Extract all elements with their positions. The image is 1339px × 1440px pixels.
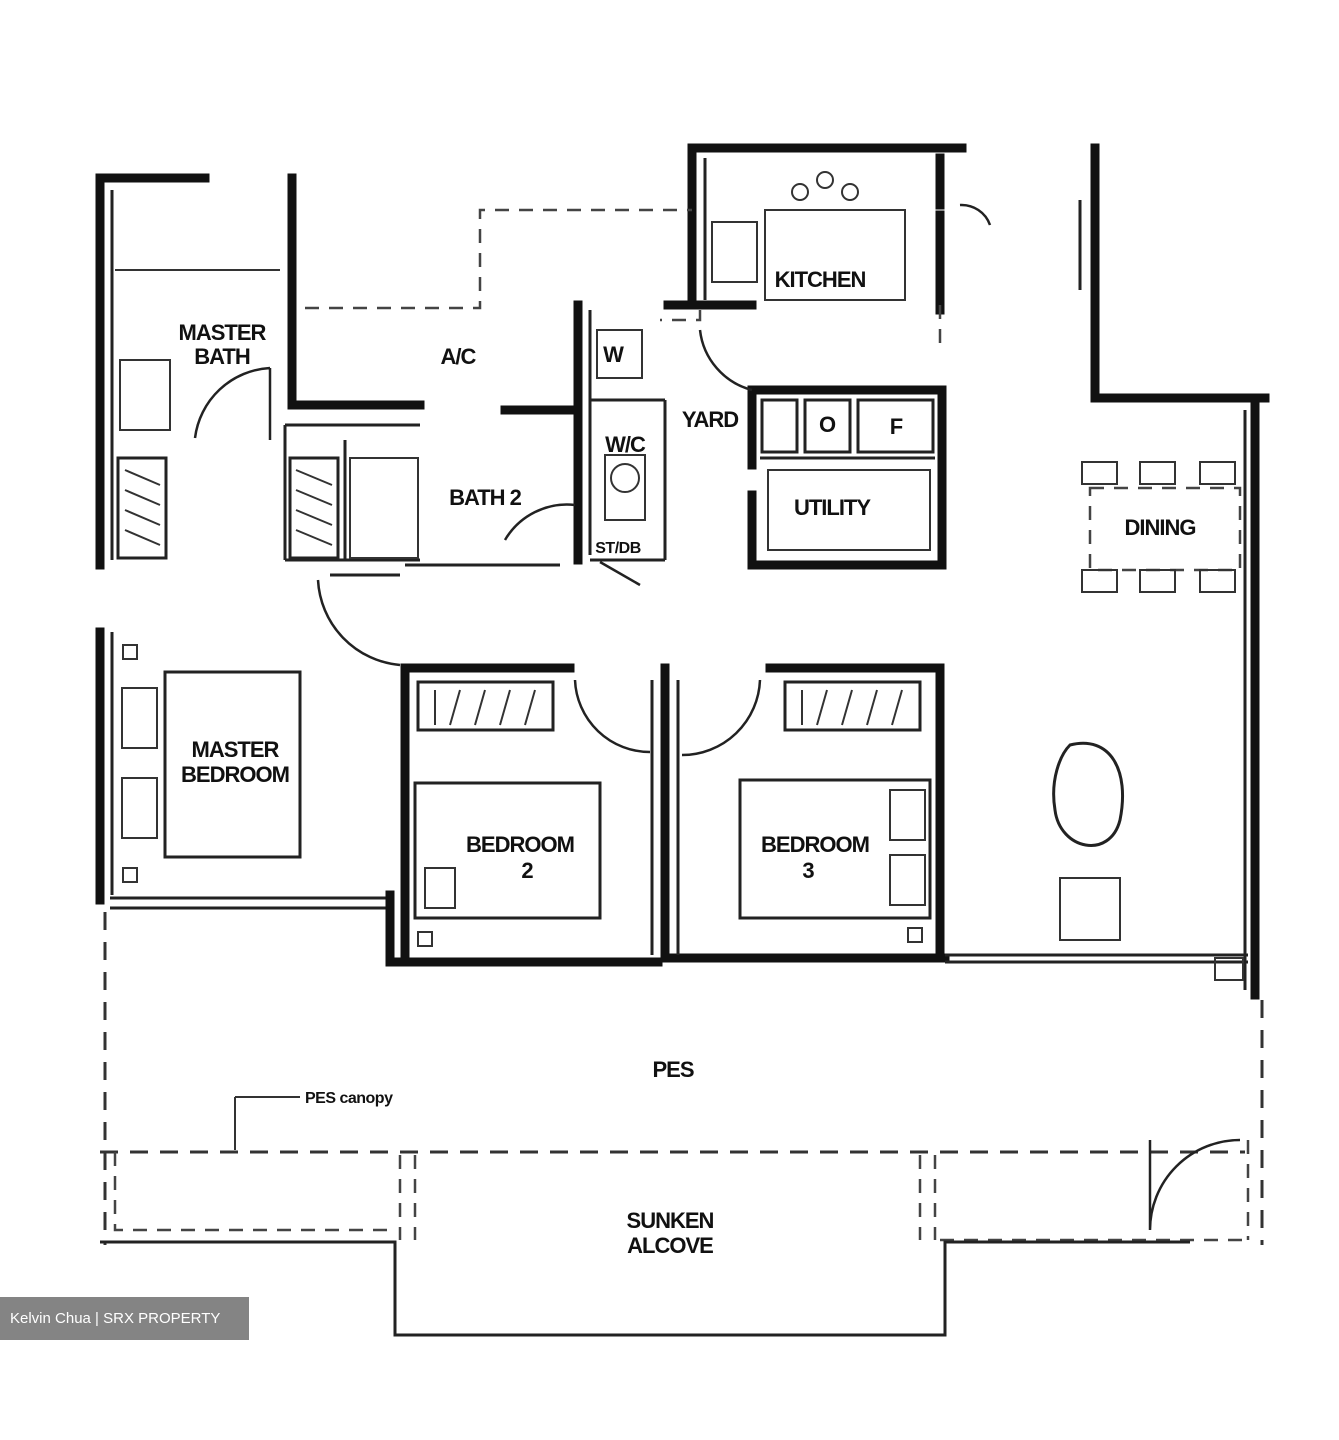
room-labels: MASTER BATH A/C KITCHEN W YARD W/C ST/DB… xyxy=(179,267,1197,1258)
master-bedroom-label-2: BEDROOM xyxy=(181,762,289,787)
kitchen-label: KITCHEN xyxy=(775,267,866,292)
svg-text:3: 3 xyxy=(802,858,814,883)
doors xyxy=(193,203,1241,1231)
bedroom3-label-2: 3 xyxy=(802,858,814,883)
master-bath-label-2: BATH xyxy=(194,344,250,369)
sunken-alcove-label-1: SUNKEN xyxy=(627,1208,714,1233)
oven-label: O xyxy=(819,412,836,437)
svg-text:2: 2 xyxy=(521,858,533,883)
utility-label: UTILITY xyxy=(794,495,871,520)
svg-text:BATH: BATH xyxy=(194,344,250,369)
wc-label: W/C xyxy=(605,432,646,457)
pes-canopy-label: PES canopy xyxy=(305,1090,393,1107)
master-bedroom-label-1: MASTER xyxy=(192,737,280,762)
dining-label: DINING xyxy=(1125,515,1196,540)
yard-label: YARD xyxy=(682,407,738,432)
wardrobes xyxy=(116,456,922,732)
sunken-alcove-label-2: ALCOVE xyxy=(627,1233,713,1258)
bath2-label: BATH 2 xyxy=(449,485,522,510)
svg-text:BEDROOM: BEDROOM xyxy=(466,832,574,857)
pes-label: PES xyxy=(652,1057,693,1082)
svg-text:BEDROOM: BEDROOM xyxy=(181,762,289,787)
fridge-label: F xyxy=(890,414,903,439)
st-db-label: ST/DB xyxy=(595,540,641,557)
svg-text:ALCOVE: ALCOVE xyxy=(627,1233,713,1258)
ac-label: A/C xyxy=(441,344,477,369)
wm-label: W xyxy=(603,342,624,367)
svg-text:BEDROOM: BEDROOM xyxy=(761,832,869,857)
svg-text:MASTER: MASTER xyxy=(179,320,267,345)
dashed-outlines xyxy=(100,208,1264,1337)
svg-text:MASTER: MASTER xyxy=(192,737,280,762)
bedroom2-label-2: 2 xyxy=(521,858,533,883)
walls xyxy=(95,143,1270,1000)
watermark-credit: Kelvin Chua | SRX PROPERTY xyxy=(0,1297,249,1340)
furniture xyxy=(115,171,1244,981)
svg-text:SUNKEN: SUNKEN xyxy=(627,1208,714,1233)
bedroom2-label-1: BEDROOM xyxy=(466,832,574,857)
master-bath-label-1: MASTER xyxy=(179,320,267,345)
bedroom3-label-1: BEDROOM xyxy=(761,832,869,857)
